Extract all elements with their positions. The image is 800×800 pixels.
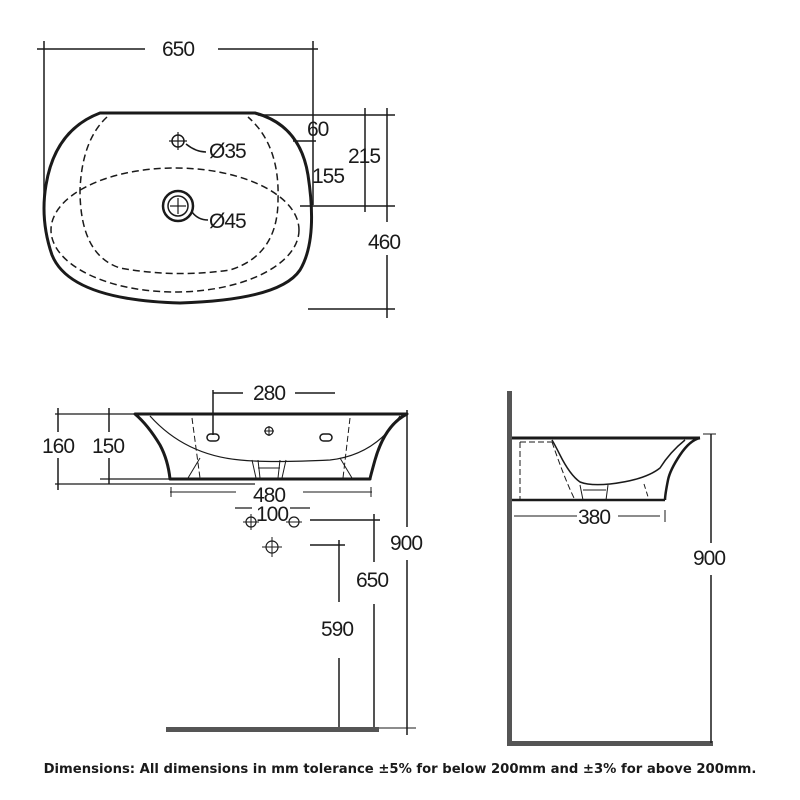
side-view [507,391,716,746]
dim-overall-width: 650 [162,38,194,61]
dim-waste-diameter: Ø45 [209,210,246,233]
top-view [37,41,395,318]
basin-outline-top [42,111,314,305]
dim-bowl-height: 150 [92,435,124,458]
dim-overflow-spacing: 280 [253,382,285,405]
dim-base-depth: 380 [578,506,610,529]
front-view [55,390,416,735]
waste-position-icon [262,537,282,557]
basin-outline-front [133,412,409,481]
dim-height-to-rim-side: 900 [693,547,725,570]
supply-right-icon [286,516,302,528]
dim-trap-spacing: 100 [256,503,288,526]
dimensions-note: Dimensions: All dimensions in mm toleran… [43,762,757,777]
dim-waste-offset: 155 [312,165,344,188]
dim-tap-hole-diameter: Ø35 [209,140,246,163]
dim-waste-from-back: 215 [348,145,380,168]
dim-height-to-waste: 590 [321,618,353,641]
dim-overall-depth: 460 [368,231,400,254]
waste-outlet-icon [161,189,195,223]
dim-height-to-rim-front: 900 [390,532,422,555]
dim-overall-height: 160 [42,435,74,458]
floor-line [166,727,379,732]
dim-height-to-supply: 650 [356,569,388,592]
dim-tap-offset: 60 [307,118,329,141]
wall-line [507,391,512,746]
dim-base-width: 480 [253,484,285,507]
tap-hole-icon [169,132,187,150]
supply-left-icon [243,514,259,530]
